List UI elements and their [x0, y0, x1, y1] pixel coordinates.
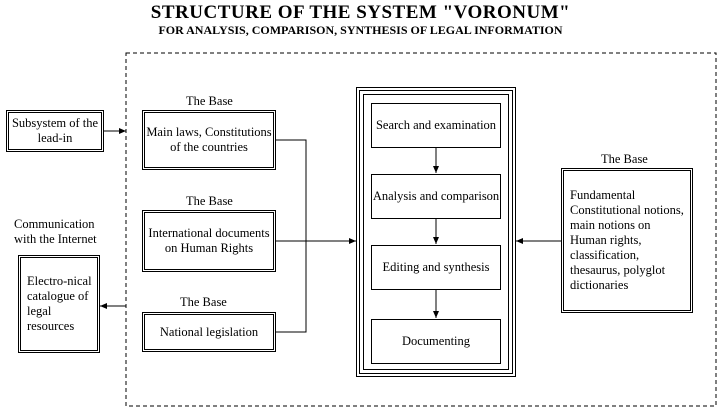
catalogue-text: Electro-nical catalogue of legal resourc… [27, 274, 92, 333]
step-analysis-box: Analysis and comparison [371, 174, 501, 219]
system-boundary [125, 52, 717, 407]
right-base-label: The Base [601, 152, 648, 166]
bases-bracket [276, 139, 307, 333]
step-documenting-text: Documenting [401, 334, 471, 348]
catalogue-box: Electro-nical catalogue of legal resourc… [18, 255, 100, 353]
base-national-box: National legislation [142, 312, 276, 352]
step-documenting-box: Documenting [371, 319, 501, 364]
right-base-text: Fundamental Constitutional notions, main… [570, 188, 684, 292]
base-national-text: National legislation [159, 324, 259, 339]
diagram-subtitle: FOR ANALYSIS, COMPARISON, SYNTHESIS OF L… [158, 23, 563, 37]
right-base-box: Fundamental Constitutional notions, main… [561, 168, 693, 313]
step-search-text: Search and examination [375, 118, 497, 132]
diagram-title: STRUCTURE OF THE SYSTEM "VORONUM" [150, 2, 571, 23]
subsystem-text: Subsystem of the lead-in [11, 116, 99, 145]
step-search-box: Search and examination [371, 103, 501, 148]
base-international-box: International documents on Human Rights [142, 210, 276, 272]
internet-label: Communication with the Internet [14, 217, 97, 246]
base-international-text: International documents on Human Rights [148, 226, 270, 255]
base-main-laws-text: Main laws, Constitutions of the countrie… [146, 125, 272, 154]
base-label-2: The Base [186, 194, 233, 208]
subsystem-box: Subsystem of the lead-in [6, 110, 104, 152]
process-inner-frame [363, 94, 509, 370]
step-editing-box: Editing and synthesis [371, 245, 501, 290]
step-analysis-text: Analysis and comparison [372, 189, 500, 203]
base-label-1: The Base [186, 94, 233, 108]
step-editing-text: Editing and synthesis [382, 260, 490, 274]
base-main-laws-box: Main laws, Constitutions of the countrie… [142, 110, 276, 170]
base-label-3: The Base [180, 295, 227, 309]
process-frame [356, 87, 516, 377]
